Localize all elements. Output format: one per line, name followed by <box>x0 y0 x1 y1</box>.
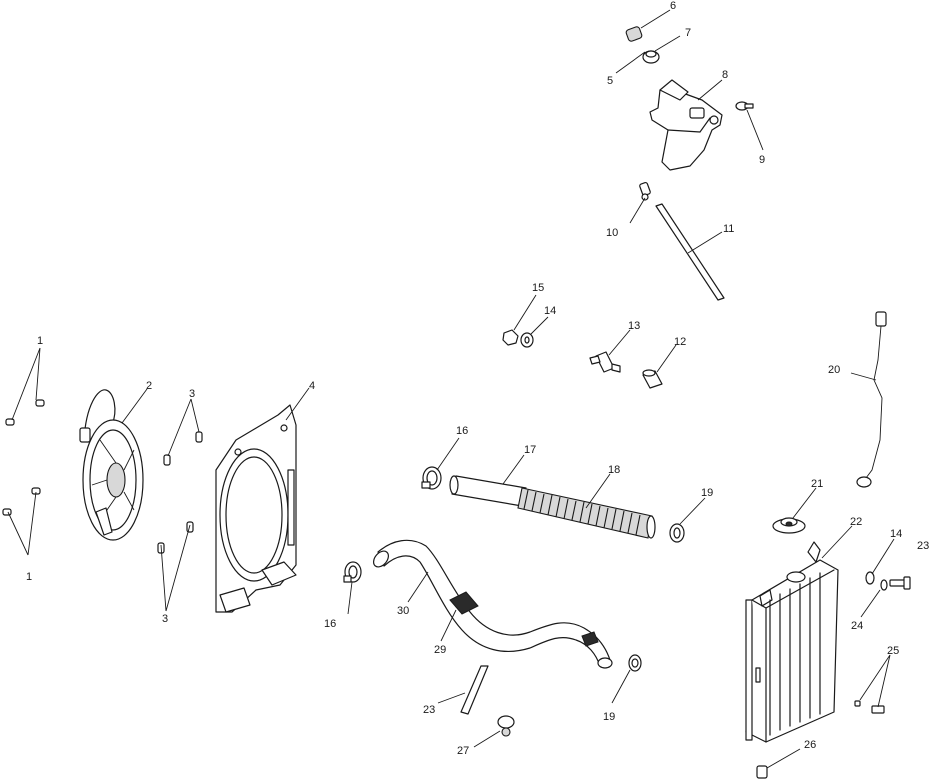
leader-lines <box>7 9 895 769</box>
callout-2: 2 <box>146 380 152 392</box>
callout-30: 30 <box>397 605 409 617</box>
callout-17: 17 <box>524 444 536 456</box>
part-24-washer <box>880 579 888 591</box>
part-14-washer-right <box>865 571 875 585</box>
part-4-fan-shroud <box>215 404 297 613</box>
callout-labels: 1 1 2 3 3 4 5 6 7 8 9 10 11 12 13 14 14 … <box>26 0 929 757</box>
part-30-lower-hose <box>373 539 613 669</box>
callout-10: 10 <box>606 227 618 239</box>
callout-1b: 1 <box>26 571 32 583</box>
part-7-cap <box>642 50 660 64</box>
part-1-clips <box>2 399 45 516</box>
callout-14a: 14 <box>544 305 556 317</box>
callout-29: 29 <box>434 644 446 656</box>
part-2-cooling-fan <box>79 389 144 541</box>
callout-25: 25 <box>887 645 899 657</box>
callout-23a: 23 <box>917 540 929 552</box>
callout-15: 15 <box>532 282 544 294</box>
part-9-screw <box>735 101 754 111</box>
callout-8: 8 <box>722 69 728 81</box>
callout-23b: 23 <box>423 704 435 716</box>
callout-3b: 3 <box>162 613 168 625</box>
callout-19a: 19 <box>701 487 713 499</box>
part-16-clamp-upper <box>421 466 442 490</box>
callout-21: 21 <box>811 478 823 490</box>
callout-18: 18 <box>608 464 620 476</box>
part-23-bolt <box>889 576 911 590</box>
callout-22: 22 <box>850 516 862 528</box>
callout-20: 20 <box>828 364 840 376</box>
callout-24: 24 <box>851 620 863 632</box>
part-28-tube <box>460 665 489 715</box>
part-14-washer <box>520 332 534 348</box>
part-19-clamp-upper <box>669 523 685 543</box>
callout-9: 9 <box>759 154 765 166</box>
part-15-nut <box>502 329 519 346</box>
part-10-fitting <box>639 181 651 201</box>
part-17-hose-tube <box>449 475 527 507</box>
part-20-temp-sensor-wire <box>856 311 887 488</box>
part-13-valve <box>589 351 621 373</box>
callout-7: 7 <box>685 27 691 39</box>
part-6-cap <box>625 26 643 42</box>
callout-16b: 16 <box>324 618 336 630</box>
part-21-radiator-cap <box>772 517 806 534</box>
callout-11: 11 <box>723 223 734 235</box>
callout-4: 4 <box>309 380 315 392</box>
callout-12: 12 <box>674 336 686 348</box>
callout-27: 27 <box>457 745 469 757</box>
part-29-hose-clamp <box>449 591 599 647</box>
part-8-reservoir <box>649 79 723 171</box>
part-25-fasteners <box>854 700 885 714</box>
part-18-corrugated-hose <box>517 487 656 539</box>
callout-14b: 14 <box>890 528 902 540</box>
callout-1a: 1 <box>37 335 43 347</box>
callout-3a: 3 <box>189 388 195 400</box>
callout-6: 6 <box>670 0 676 12</box>
callout-13: 13 <box>628 320 640 332</box>
callout-26: 26 <box>804 739 816 751</box>
callout-16a: 16 <box>456 425 468 437</box>
part-22-radiator <box>745 541 839 743</box>
part-12-spacer <box>642 369 663 389</box>
part-26-drain-plug <box>756 765 768 779</box>
callout-19b: 19 <box>603 711 615 723</box>
part-27-grommet <box>497 715 515 737</box>
part-16-clamp-lower <box>343 561 362 583</box>
part-3-clips <box>157 431 203 554</box>
part-19-clamp-lower <box>628 654 642 672</box>
callout-5: 5 <box>607 75 613 87</box>
